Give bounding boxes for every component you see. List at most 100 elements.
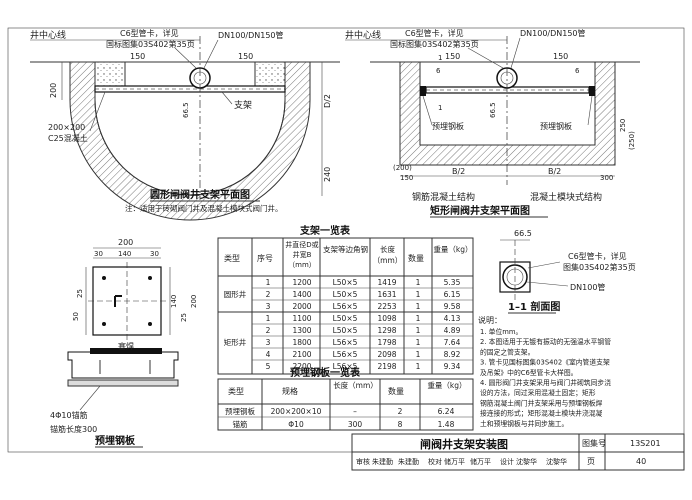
bracket-cell: 1200 [292, 278, 311, 287]
bracket-cell: L50×5 [333, 278, 358, 287]
title-block-cell: 储万平 [444, 457, 465, 466]
svg-text:图集03S402第35页: 图集03S402第35页 [563, 262, 636, 272]
plate-cell: 300 [348, 420, 363, 429]
svg-text:B/2: B/2 [452, 167, 465, 176]
bracket-cell: 9.34 [444, 362, 461, 371]
bracket-cell: 1 [416, 338, 421, 347]
svg-text:1: 1 [438, 54, 442, 62]
note-line: 3. 管卡见国标图集03S402《室内管道支架 [480, 358, 610, 367]
svg-text:30: 30 [150, 250, 159, 258]
svg-text:数量: 数量 [388, 386, 404, 396]
title-block-cell: 沈黎华 [516, 457, 537, 466]
bracket-cell: 1 [266, 278, 271, 287]
svg-text:1: 1 [438, 104, 442, 112]
bracket-cell: 4.89 [444, 326, 461, 335]
well-inner-wall [94, 62, 286, 196]
bracket-cell: 1798 [377, 338, 396, 347]
bracket-cell: 圆形井 [224, 289, 247, 299]
bracket-cell: 5 [266, 362, 271, 371]
svg-text:30: 30 [94, 250, 103, 258]
plate-cell: 1.48 [438, 420, 455, 429]
note-line: 2. 本图适用于无镀有振动的无强温水平钢管 [480, 337, 611, 346]
svg-text:4Φ10锚筋: 4Φ10锚筋 [50, 410, 88, 420]
svg-text:DN100/DN150管: DN100/DN150管 [218, 30, 284, 40]
bracket-cell: 1 [416, 278, 421, 287]
bracket-cell: 9.58 [444, 302, 461, 311]
plate-side-view [67, 351, 179, 379]
note-line: 1. 单位mm。 [480, 327, 522, 336]
title-block: 闸阀井支架安装图 图集号 13S201 页 40 审核朱建勤朱建勤校对储万平储万… [351, 433, 685, 471]
plate-cell: 6.24 [438, 407, 455, 416]
title-block-cell: 储万平 [470, 457, 491, 466]
svg-text:说明：: 说明： [478, 315, 502, 325]
bracket-cell: 1 [416, 362, 421, 371]
bracket-cell: 1 [416, 302, 421, 311]
svg-text:66.5: 66.5 [514, 229, 532, 238]
title-block-cell: 朱建勤 [372, 457, 393, 466]
bracket-cell: 2198 [377, 362, 396, 371]
svg-text:6: 6 [575, 67, 580, 75]
title-block-cell: 沈黎华 [546, 457, 567, 466]
svg-text:200: 200 [118, 238, 133, 247]
svg-text:页: 页 [587, 457, 595, 466]
svg-text:C25混凝土: C25混凝土 [48, 133, 88, 143]
bracket-cell: 2098 [377, 350, 396, 359]
svg-text:预埋钢板: 预埋钢板 [540, 121, 572, 131]
note-line: 的固定之管支架。 [480, 347, 534, 356]
svg-text:25: 25 [180, 313, 188, 322]
note-line: 接连接的形式；矩形混凝土模块井浇混凝 [480, 409, 603, 418]
bracket-cell: L50×5 [333, 314, 358, 323]
note-line: 4. 圆形阀门井支架采用与阀门井砌筑同步浇 [480, 378, 611, 387]
note-line: 土和预埋钢板与井同步施工。 [480, 419, 568, 428]
svg-text:150: 150 [553, 52, 568, 61]
svg-text:13S201: 13S201 [630, 439, 661, 448]
bracket-cell: 2 [266, 290, 271, 299]
svg-text:支架: 支架 [234, 99, 252, 111]
plate-cell: 8 [398, 420, 403, 429]
bracket-cell: 1 [416, 350, 421, 359]
svg-text:混凝土模块式结构: 混凝土模块式结构 [530, 191, 602, 203]
bracket-cell: 5.35 [444, 278, 461, 287]
svg-text:(200): (200) [393, 164, 412, 172]
svg-text:类型: 类型 [228, 386, 244, 396]
bracket-cell: 7.64 [444, 338, 461, 347]
bracket-cell: 1300 [292, 326, 311, 335]
bracket-cell: 2100 [292, 350, 311, 359]
svg-text:C6型管卡，详见: C6型管卡，详见 [120, 28, 179, 38]
bracket-cell: 1631 [377, 290, 396, 299]
plate-cell: 预埋钢板 [225, 406, 255, 416]
bracket-cell: 1400 [292, 290, 311, 299]
svg-text:(250): (250) [628, 131, 636, 150]
svg-text:预埋钢板: 预埋钢板 [432, 121, 464, 131]
bracket-cell: 3 [266, 338, 271, 347]
bracket-cell: 2 [266, 326, 271, 335]
bracket-cell: 1800 [292, 338, 311, 347]
note-line: 及吊架》中的C6型管卡大样图。 [480, 368, 577, 377]
bracket-cell: 1298 [377, 326, 396, 335]
svg-text:钢筋混凝土结构: 钢筋混凝土结构 [412, 191, 475, 203]
bracket-cell: 矩形井 [224, 337, 247, 347]
svg-text:50: 50 [72, 312, 80, 321]
svg-text:150: 150 [400, 174, 413, 182]
bracket-cell: 1 [416, 314, 421, 323]
section-1-1: 66.5 C6型管卡，详见 图集03S402第35页 DN100管 1–1 剖面… [499, 229, 636, 314]
embedded-plate-detail: 200 30 140 30 25 50 140 25 200 塞焊 4Φ10锚筋… [50, 238, 198, 448]
circular-well-plan: 井中心线 C6型管卡，详见 国标图集03S402第35页 DN100/DN150… [30, 28, 340, 221]
svg-text:6: 6 [436, 67, 441, 75]
title-block-cell: 设计 [500, 457, 514, 466]
note-line: 钢筋混凝土阀门井支架采用与预埋钢板焊 [480, 398, 603, 407]
title-block-cell: 校对 [428, 457, 442, 466]
svg-text:C6型管卡，详见: C6型管卡，详见 [405, 28, 464, 38]
title-block-cell: 审核 [356, 457, 370, 466]
svg-text:25: 25 [76, 289, 84, 298]
svg-text:序号: 序号 [257, 253, 273, 263]
bracket-cell: 1419 [377, 278, 396, 287]
svg-text:66.5: 66.5 [489, 102, 497, 118]
plate-cell: Φ10 [288, 420, 304, 429]
title-block-cell: 朱建勤 [398, 457, 419, 466]
sheet-border [7, 27, 685, 453]
svg-text:240: 240 [323, 167, 332, 182]
bracket-cell: 4 [266, 350, 271, 359]
svg-text:250: 250 [619, 119, 627, 132]
svg-text:66.5: 66.5 [182, 102, 190, 118]
